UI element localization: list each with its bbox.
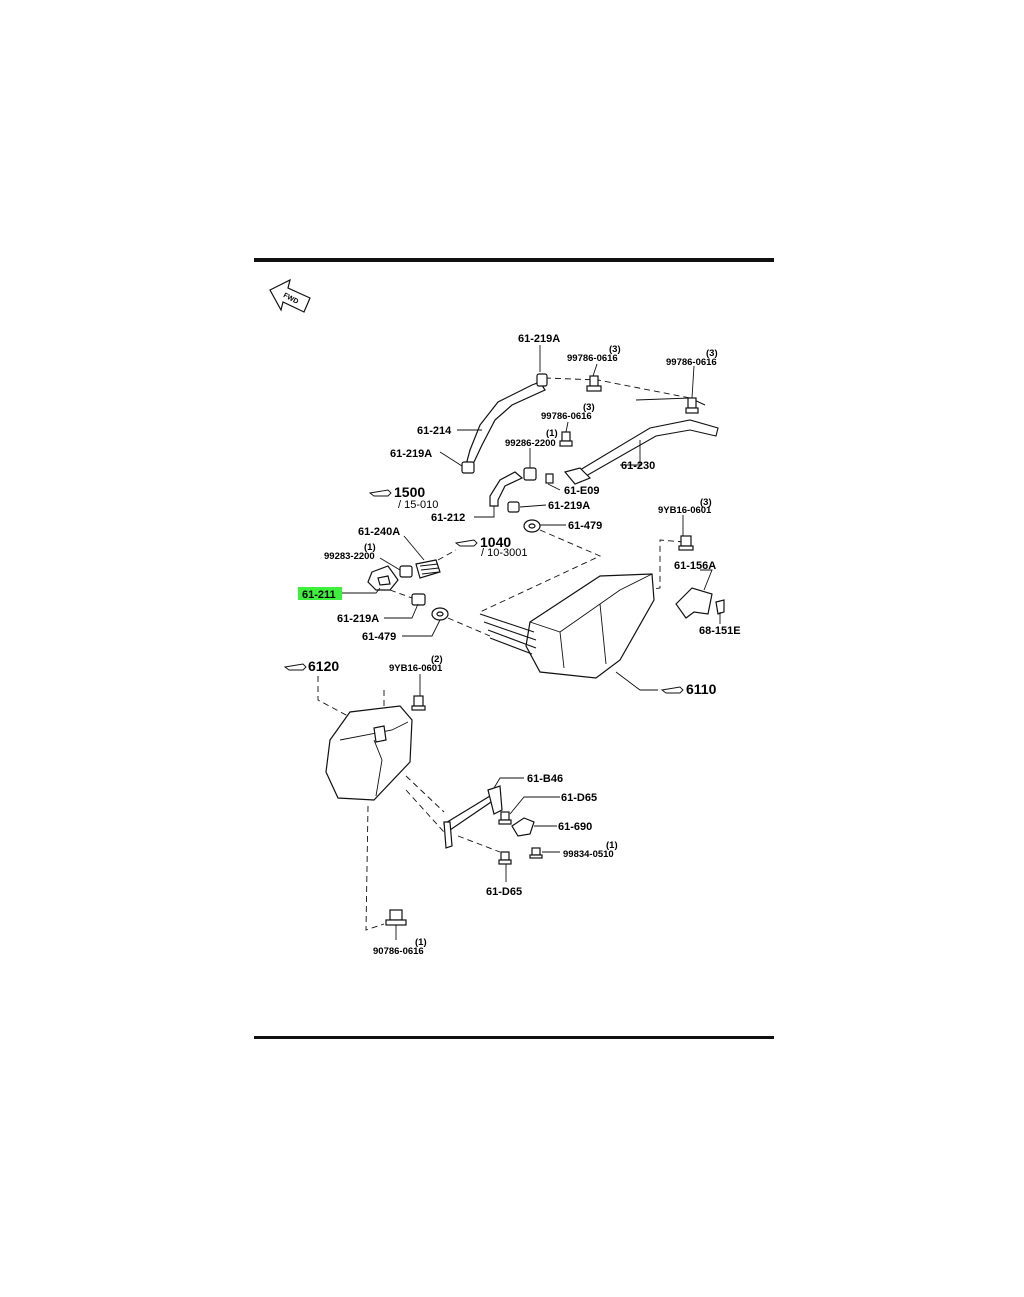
pipe-61-230 xyxy=(579,419,719,477)
label-99786-0616-b: 99786-0616 xyxy=(666,357,717,368)
bolt-99786-0616-b xyxy=(685,397,699,414)
label-61-212: 61-212 xyxy=(431,512,465,524)
label-qty: (1) xyxy=(606,840,618,851)
guide-line-top xyxy=(544,377,691,399)
bolt-99786-0616-c xyxy=(559,431,573,447)
hose-61-214 xyxy=(465,381,546,466)
pointing-hand-icon xyxy=(368,489,392,497)
label-qty: (3) xyxy=(700,497,712,508)
label-61-D65-a: 61-D65 xyxy=(561,792,597,804)
label-61-219A-low: 61-219A xyxy=(337,613,379,625)
label-99786-0616-c: 99786-0616 xyxy=(541,411,592,422)
screw-61-D65-a xyxy=(498,811,512,825)
label-61-690: 61-690 xyxy=(558,821,592,833)
label-qty: (3) xyxy=(583,402,595,413)
pointing-hand-icon xyxy=(454,539,478,547)
label-61-214: 61-214 xyxy=(417,425,452,437)
label-qty: (1) xyxy=(415,937,427,948)
label-qty: (3) xyxy=(706,348,718,359)
highlight-61-211 xyxy=(298,587,342,600)
screw-99834-0510 xyxy=(529,847,543,859)
guide-line-bracket-lower xyxy=(405,789,445,833)
guide-line-screw-b xyxy=(457,835,501,853)
label-qty: (3) xyxy=(609,344,621,355)
part-61-690 xyxy=(511,817,535,837)
clamp-61-219A-top xyxy=(536,373,548,387)
bracket-61-156A xyxy=(675,587,713,619)
svg-text:6110: 6110 xyxy=(686,681,717,697)
label-99834-0510: 99834-0510 xyxy=(563,849,614,860)
label-99286-2200: 99286-2200 xyxy=(505,438,556,449)
fwd-arrow-icon: FWD xyxy=(269,278,311,313)
ref-1040: 1040 / 10-3001 xyxy=(454,534,527,559)
bolt-99786-0616-a xyxy=(586,375,602,392)
label-qty: (2) xyxy=(431,654,443,665)
svg-text:/ 10-3001: / 10-3001 xyxy=(481,547,527,559)
label-9YB16-0601-left: 9YB16-0601 xyxy=(389,663,443,674)
part-61-E09 xyxy=(545,473,554,484)
hose-61-212 xyxy=(489,471,524,507)
label-61-219A-mid: 61-219A xyxy=(390,448,432,460)
bottom-rule xyxy=(254,1036,774,1039)
label-61-479-low: 61-479 xyxy=(362,631,396,643)
guide-line-canister-upper xyxy=(479,529,602,613)
pointing-hand-icon xyxy=(283,663,307,671)
guide-line-bracket-upper xyxy=(405,775,445,813)
label-qty: (1) xyxy=(364,542,376,553)
svg-text:6120: 6120 xyxy=(308,658,339,674)
canister-6110 xyxy=(479,573,655,679)
screw-61-D65-b xyxy=(498,851,512,865)
pointing-hand-icon xyxy=(660,686,684,694)
label-61-230: 61-230 xyxy=(621,460,655,472)
guide-line-hose-clamp xyxy=(389,589,413,599)
guide-line-shield-bottom xyxy=(365,805,385,931)
guide-line-bolt xyxy=(645,539,685,591)
clamp-61-219A-mid xyxy=(461,461,475,474)
label-61-219A-top: 61-219A xyxy=(518,333,560,345)
label-61-156A: 61-156A xyxy=(674,560,716,572)
bolt-9YB16-0601-left xyxy=(411,695,426,711)
label-61-D65-b: 61-D65 xyxy=(486,886,522,898)
clamp-61-219A-right xyxy=(507,501,520,513)
ref-1500: 1500 / 15-010 xyxy=(368,484,438,511)
clip-99286-2200 xyxy=(523,467,537,481)
label-qty: (1) xyxy=(546,428,558,439)
guide-line-6120 xyxy=(317,676,349,717)
label-61-219A-right: 61-219A xyxy=(548,500,590,512)
clamp-61-219A-low xyxy=(411,593,426,606)
label-99786-0616-a: 99786-0616 xyxy=(567,353,618,364)
svg-text:1040: 1040 xyxy=(480,534,511,550)
label-61-211: 61-211 xyxy=(302,589,336,601)
label-61-B46: 61-B46 xyxy=(527,773,563,785)
guide-line-1040 xyxy=(437,549,457,561)
top-rule xyxy=(254,258,774,262)
bolt-90786-0616 xyxy=(385,909,407,926)
label-99283-2200: 99283-2200 xyxy=(324,551,375,562)
bracket-61-B46 xyxy=(443,785,503,849)
clip-68-151E xyxy=(715,599,725,615)
svg-text:1500: 1500 xyxy=(394,484,425,500)
label-90786-0616: 90786-0616 xyxy=(373,946,424,957)
label-9YB16-0601-right: 9YB16-0601 xyxy=(658,505,712,516)
heat-shield-6120 xyxy=(325,705,413,801)
svg-text:/ 15-010: / 15-010 xyxy=(398,499,438,511)
label-61-E09: 61-E09 xyxy=(564,485,599,497)
ref-6110: 6110 xyxy=(660,681,717,697)
pipe-61-230-end xyxy=(563,467,592,485)
clip-99283-2200 xyxy=(399,565,413,578)
ref-6120: 6120 xyxy=(283,658,339,674)
guide-line-canister-lower xyxy=(447,617,491,637)
bolt-9YB16-0601-right xyxy=(678,535,694,551)
label-68-151E: 68-151E xyxy=(699,625,741,637)
label-61-479-right: 61-479 xyxy=(568,520,602,532)
label-61-240A: 61-240A xyxy=(358,526,400,538)
